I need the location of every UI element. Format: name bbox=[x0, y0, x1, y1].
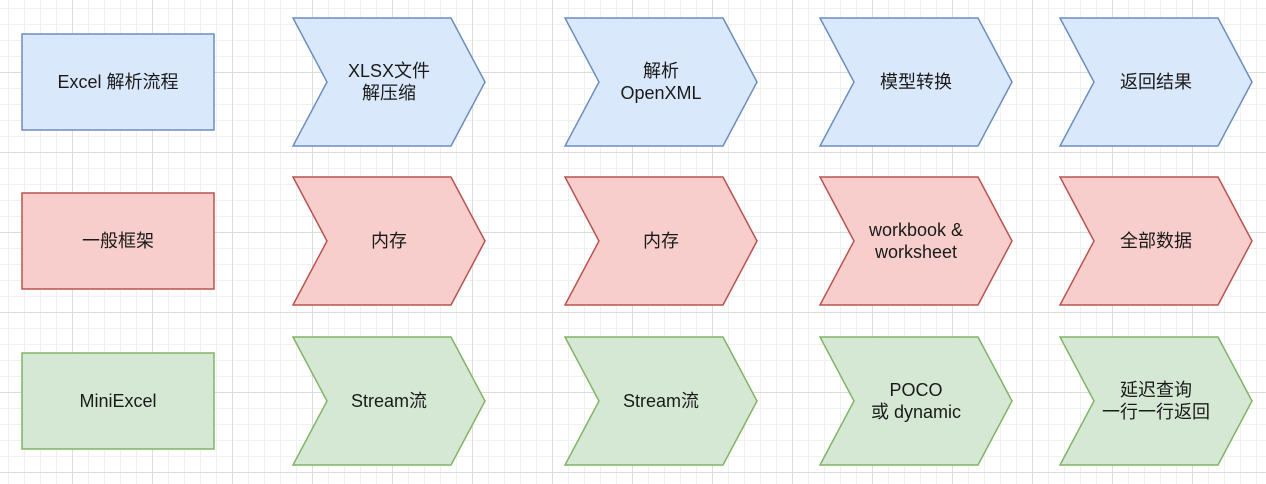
step-arrow-shape[interactable] bbox=[563, 336, 758, 466]
step-arrow-shape[interactable] bbox=[818, 17, 1013, 147]
step-arrow[interactable]: 模型转换 bbox=[818, 17, 1013, 147]
step-label: 内存 bbox=[371, 231, 407, 251]
step-arrow[interactable]: 返回结果 bbox=[1058, 17, 1253, 147]
step-arrow-shape[interactable] bbox=[1058, 176, 1253, 306]
row-header-box[interactable] bbox=[21, 192, 215, 290]
step-arrow[interactable]: 内存 bbox=[563, 176, 758, 306]
step-arrow-shape[interactable] bbox=[563, 17, 758, 147]
step-arrow-shape[interactable] bbox=[291, 17, 486, 147]
step-label: 一行一行返回 bbox=[1102, 402, 1210, 422]
step-label: 全部数据 bbox=[1120, 231, 1192, 251]
row-header-label: MiniExcel bbox=[79, 391, 156, 411]
step-label: OpenXML bbox=[620, 83, 701, 103]
step-label: 模型转换 bbox=[880, 72, 952, 92]
row-header[interactable]: 一般框架 bbox=[21, 192, 215, 290]
row-header-label: Excel 解析流程 bbox=[57, 72, 178, 92]
step-label: workbook & bbox=[868, 220, 963, 240]
step-label: 内存 bbox=[643, 231, 679, 251]
step-arrow[interactable]: 内存 bbox=[291, 176, 486, 306]
step-label: 解压缩 bbox=[362, 83, 416, 103]
step-label: 或 dynamic bbox=[871, 402, 961, 422]
step-label: Stream流 bbox=[351, 391, 427, 411]
step-arrow-shape[interactable] bbox=[1058, 17, 1253, 147]
step-arrow[interactable]: workbook &worksheet bbox=[818, 176, 1013, 306]
step-label: 延迟查询 bbox=[1120, 380, 1192, 400]
row-header[interactable]: Excel 解析流程 bbox=[21, 33, 215, 131]
step-label: worksheet bbox=[874, 242, 957, 262]
step-arrow-shape[interactable] bbox=[291, 336, 486, 466]
row-header-box[interactable] bbox=[21, 33, 215, 131]
step-arrow-shape[interactable] bbox=[818, 336, 1013, 466]
row-header-box[interactable] bbox=[21, 352, 215, 450]
row-header[interactable]: MiniExcel bbox=[21, 352, 215, 450]
step-label: POCO bbox=[889, 380, 942, 400]
row-header-label: 一般框架 bbox=[82, 231, 154, 251]
step-arrow[interactable]: 全部数据 bbox=[1058, 176, 1253, 306]
step-arrow[interactable]: Stream流 bbox=[291, 336, 486, 466]
step-label: 返回结果 bbox=[1120, 72, 1192, 92]
step-arrow-shape[interactable] bbox=[291, 176, 486, 306]
row-2: 一般框架 内存 内存 workbook &worksheet 全部数据 bbox=[21, 176, 1253, 306]
step-label: XLSX文件 bbox=[348, 61, 430, 81]
step-arrow-shape[interactable] bbox=[1058, 336, 1253, 466]
step-arrow[interactable]: Stream流 bbox=[563, 336, 758, 466]
step-arrow-shape[interactable] bbox=[563, 176, 758, 306]
step-label: 解析 bbox=[643, 61, 679, 81]
step-arrow-shape[interactable] bbox=[818, 176, 1013, 306]
row-1: Excel 解析流程XLSX文件解压缩解析OpenXML模型转换返回结果 bbox=[21, 17, 1253, 147]
step-label: Stream流 bbox=[623, 391, 699, 411]
